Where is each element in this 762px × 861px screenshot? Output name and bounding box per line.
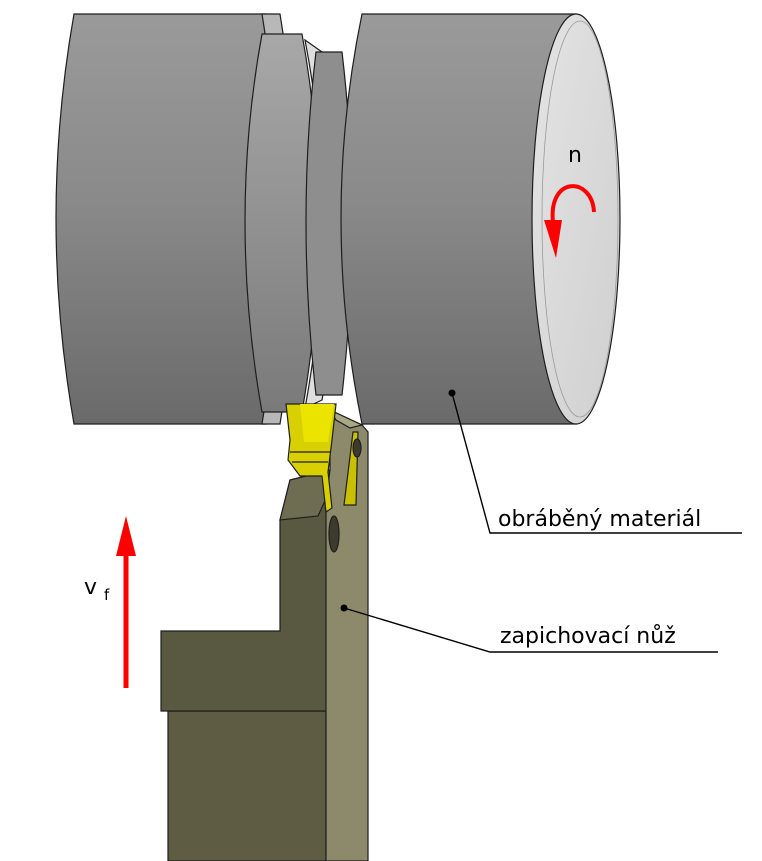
rotation-indicator: n (544, 143, 596, 258)
workpiece-end-face (531, 13, 621, 425)
workpiece-callout: obráběný materiál (448, 389, 742, 534)
cutting-insert-highlight (300, 404, 334, 442)
workpiece (55, 13, 621, 425)
workpiece-leader-line (451, 392, 742, 534)
feed-arrow-head (116, 516, 136, 556)
tool-upper-hole (352, 438, 362, 458)
rotation-arrow-icon (550, 184, 596, 223)
tool-callout: zapichovací nůž (340, 604, 718, 653)
tool-slot-hole (328, 515, 340, 553)
tool-leader-line (343, 607, 718, 653)
rotation-arrow-head (544, 220, 562, 258)
feed-label-sub: f (104, 586, 110, 604)
grooving-tool (160, 403, 369, 861)
feed-label-main: v (84, 575, 97, 600)
workpiece-end-face-inner (541, 20, 619, 418)
workpiece-right-cylinder (340, 13, 577, 425)
feed-indicator: v f (84, 516, 136, 688)
tool-callout-label: zapichovací nůž (500, 624, 676, 649)
rotation-label: n (568, 143, 582, 168)
feed-label: v f (84, 575, 110, 604)
tool-shank-lower (167, 710, 327, 861)
workpiece-callout-label: obráběný materiál (498, 507, 701, 532)
